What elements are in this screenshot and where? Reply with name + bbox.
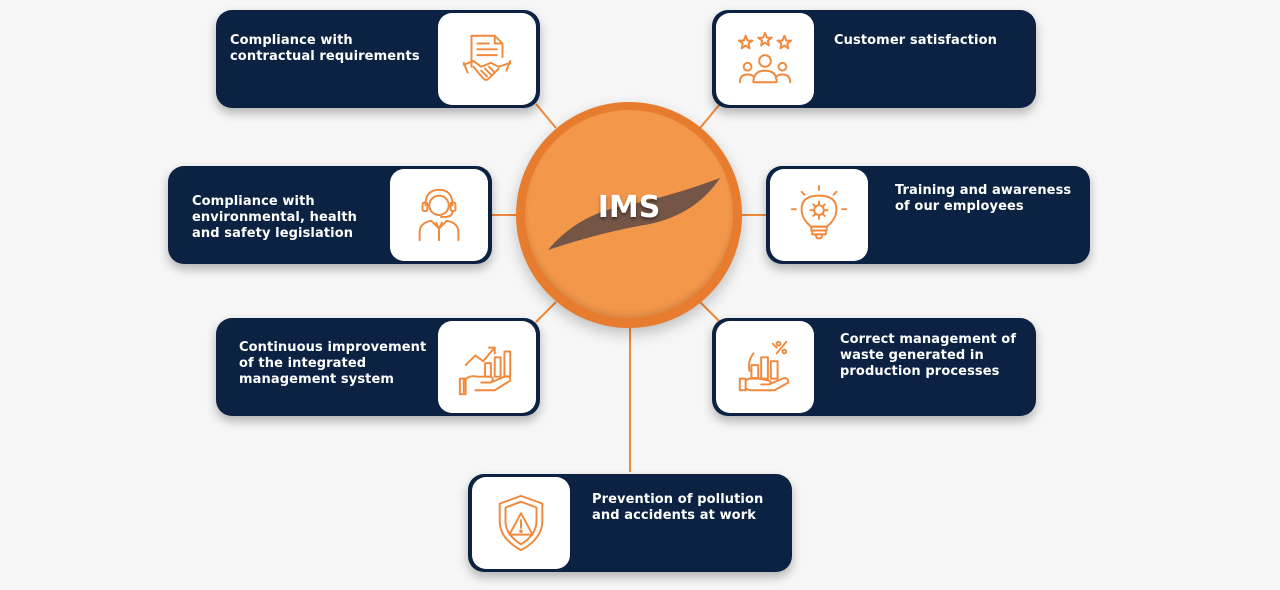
icon-tile bbox=[390, 169, 488, 261]
lightbulb-gear-icon bbox=[790, 184, 848, 240]
connector-low-right bbox=[699, 301, 721, 323]
connector-top-right bbox=[699, 103, 721, 129]
icon-tile bbox=[716, 321, 814, 413]
card-label: Customer satisfaction bbox=[834, 33, 997, 48]
card-label: Training and awareness of our employees bbox=[895, 183, 1072, 214]
customer-rating-icon bbox=[737, 31, 793, 84]
hub-swoosh-mark bbox=[548, 178, 720, 250]
icon-tile bbox=[716, 13, 814, 105]
card-ehs-legislation: Compliance with environmental, health an… bbox=[168, 166, 492, 264]
handshake-contract-icon bbox=[462, 34, 512, 81]
card-contractual-requirements: Compliance with contractual requirements bbox=[216, 10, 540, 108]
card-continuous-improvement: Continuous improvement of the integrated… bbox=[216, 318, 540, 416]
chart-hand-percent-icon bbox=[738, 340, 790, 392]
icon-tile bbox=[770, 169, 868, 261]
icon-tile bbox=[438, 321, 536, 413]
connector-low-left bbox=[535, 301, 557, 323]
warning-shield-icon bbox=[498, 494, 544, 552]
card-waste-management: Correct management of waste generated in… bbox=[712, 318, 1036, 416]
headset-agent-icon bbox=[418, 188, 460, 242]
card-label: Continuous improvement of the integrated… bbox=[239, 340, 427, 387]
icon-tile bbox=[472, 477, 570, 569]
card-label: Prevention of pollution and accidents at… bbox=[592, 492, 764, 523]
card-label: Compliance with contractual requirements bbox=[230, 33, 420, 64]
hub-title: IMS bbox=[597, 190, 661, 225]
card-pollution-prevention: Prevention of pollution and accidents at… bbox=[468, 474, 792, 572]
card-training-awareness: Training and awareness of our employees bbox=[766, 166, 1090, 264]
card-customer-satisfaction: Customer satisfaction bbox=[712, 10, 1036, 108]
icon-tile bbox=[438, 13, 536, 105]
card-label: Compliance with environmental, health an… bbox=[192, 194, 357, 241]
connector-top-left bbox=[535, 103, 557, 129]
growth-chart-hand-icon bbox=[458, 346, 512, 396]
card-label: Correct management of waste generated in… bbox=[840, 332, 1017, 379]
